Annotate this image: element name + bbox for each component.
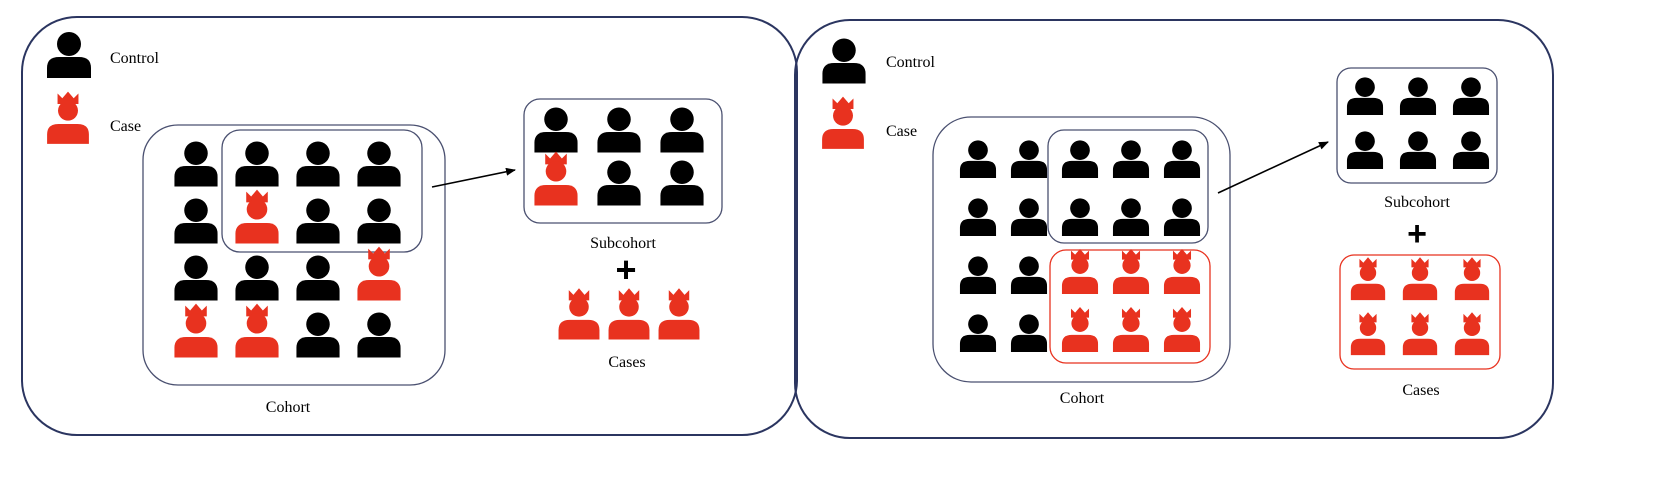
person-icon (1346, 131, 1384, 170)
person-with-crown-icon (47, 91, 89, 144)
legend-control-label: Control (110, 50, 159, 67)
legend-case-label: Case (110, 118, 141, 135)
person-with-crown-icon (1112, 306, 1150, 353)
cohort-box (932, 116, 1231, 383)
person-icon (534, 107, 578, 153)
person-icon (660, 160, 704, 206)
person-icon (357, 141, 401, 187)
plus-sign: + (615, 249, 636, 290)
person-icon (1452, 131, 1490, 170)
person-with-crown-icon (1112, 248, 1150, 295)
person-icon (660, 107, 704, 153)
cohort-box (142, 124, 446, 386)
person-with-crown-icon (235, 303, 279, 358)
person-icon (174, 255, 218, 301)
person-icon (959, 198, 997, 237)
subcohort-grid (534, 107, 704, 206)
subcohort-selection-box (221, 129, 423, 253)
person-icon (597, 160, 641, 206)
person-icon (235, 141, 279, 187)
person-icon (959, 256, 997, 295)
person-with-crown-icon (174, 303, 218, 358)
panel-left: Control Case Cohort Subcohort + Cases (21, 16, 798, 436)
person-icon (1163, 140, 1201, 179)
plus-sign: + (1407, 215, 1427, 253)
person-icon (1061, 198, 1099, 237)
person-icon (1452, 77, 1490, 116)
arrow (1217, 141, 1329, 194)
person-icon (296, 255, 340, 301)
person-icon (1010, 314, 1048, 353)
subcohort-label: Subcohort (590, 235, 656, 252)
person-icon (235, 255, 279, 301)
person-with-crown-icon (1402, 312, 1438, 356)
cases-row (558, 288, 700, 340)
person-with-crown-icon (558, 288, 600, 340)
person-with-crown-icon (235, 189, 279, 244)
cases-grid (1350, 257, 1490, 356)
person-with-crown-icon (1350, 257, 1386, 301)
legend-case-label: Case (886, 123, 917, 140)
person-with-crown-icon (658, 288, 700, 340)
person-with-crown-icon (1402, 257, 1438, 301)
person-icon (822, 38, 866, 84)
person-icon (296, 141, 340, 187)
person-with-crown-icon (1061, 306, 1099, 353)
person-with-crown-icon (1454, 312, 1490, 356)
person-with-crown-icon (822, 96, 864, 149)
person-icon (1112, 140, 1150, 179)
legend-case-icon (47, 91, 89, 144)
person-icon (357, 198, 401, 244)
person-with-crown-icon (534, 151, 578, 206)
person-icon (296, 312, 340, 358)
cohort-label: Cohort (1060, 390, 1105, 407)
person-with-crown-icon (1350, 312, 1386, 356)
person-with-crown-icon (357, 246, 401, 301)
person-with-crown-icon (1163, 248, 1201, 295)
person-icon (1010, 256, 1048, 295)
cases-label: Cases (1402, 382, 1439, 399)
person-icon (47, 32, 91, 78)
panel-frame (21, 16, 798, 436)
cohort-label: Cohort (266, 399, 311, 416)
person-icon (1061, 140, 1099, 179)
panel-frame (794, 19, 1554, 439)
person-with-crown-icon (1454, 257, 1490, 301)
cohort-grid (174, 141, 401, 358)
panel-right: Control Case Cohort Subcohort + Cases (794, 19, 1554, 439)
person-icon (296, 198, 340, 244)
legend-control-label: Control (886, 54, 935, 71)
subcohort-box (1336, 67, 1498, 184)
legend: Control Case (47, 32, 159, 144)
cases-label: Cases (608, 354, 645, 371)
cases-box (1339, 254, 1501, 370)
person-icon (1010, 198, 1048, 237)
person-icon (174, 141, 218, 187)
legend-case-icon (822, 96, 864, 149)
person-icon (1346, 77, 1384, 116)
person-with-crown-icon (1163, 306, 1201, 353)
legend-control-icon (822, 38, 866, 84)
person-icon (959, 314, 997, 353)
person-icon (1010, 140, 1048, 179)
subcohort-box (523, 98, 723, 224)
person-icon (959, 140, 997, 179)
subcohort-grid (1346, 77, 1490, 170)
subcohort-label: Subcohort (1384, 194, 1450, 211)
person-icon (1112, 198, 1150, 237)
cohort-grid (959, 140, 1201, 353)
person-icon (597, 107, 641, 153)
legend-control-icon (47, 32, 91, 78)
legend: Control Case (822, 38, 935, 149)
arrow (431, 167, 516, 188)
cases-selection-box (1049, 249, 1211, 364)
subcohort-selection-box (1047, 129, 1209, 244)
person-icon (1399, 77, 1437, 116)
person-icon (357, 312, 401, 358)
person-with-crown-icon (608, 288, 650, 340)
person-with-crown-icon (1061, 248, 1099, 295)
person-icon (174, 198, 218, 244)
person-icon (1163, 198, 1201, 237)
person-icon (1399, 131, 1437, 170)
